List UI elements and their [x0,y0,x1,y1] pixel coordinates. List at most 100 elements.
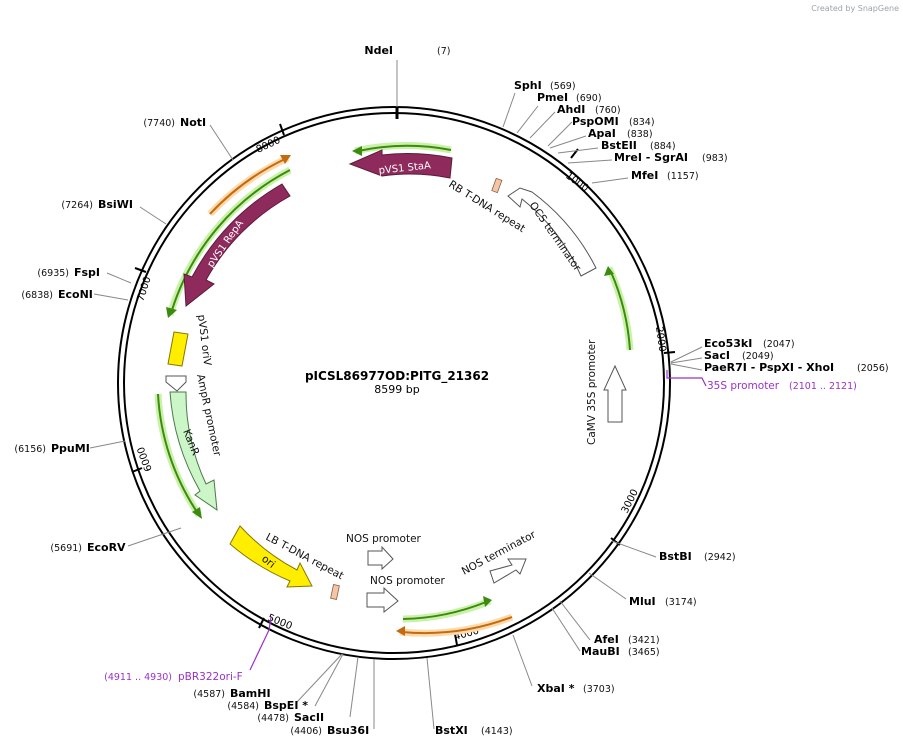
svg-text:(983): (983) [702,153,728,164]
svg-text:(7264): (7264) [61,200,93,211]
svg-text:(760): (760) [595,105,621,116]
site-mfei[interactable]: MfeI (1157) [631,169,699,182]
site-noti[interactable]: NotI (7740) [143,116,206,129]
tick-label-2000: 2000 [653,326,667,353]
site-ecorv[interactable]: EcoRV (5691) [50,541,126,554]
svg-text:BspEI *: BspEI * [264,699,308,712]
svg-text:EcoNI: EcoNI [58,288,93,301]
feature-pvs1-oriv[interactable]: pVS1 oriV [167,314,213,367]
svg-text:(2101 .. 2121): (2101 .. 2121) [789,381,857,392]
svg-text:(4478): (4478) [257,713,289,724]
svg-text:(2056): (2056) [857,363,889,374]
svg-text:NOS promoter: NOS promoter [370,575,446,587]
site-sacii[interactable]: SacII (4478) [257,711,324,724]
site-pspomi[interactable]: PspOMI (834) [572,115,655,128]
feature-rb-tdna-repeat[interactable]: RB T-DNA repeat [446,177,527,235]
site-name: NdeI [364,44,393,57]
svg-text:(3421): (3421) [628,635,660,646]
svg-text:BamHI: BamHI [230,687,271,700]
svg-text:(4584): (4584) [227,701,259,712]
svg-text:pVS1 oriV: pVS1 oriV [195,314,213,367]
svg-text:(690): (690) [576,93,602,104]
svg-text:(7740): (7740) [143,118,175,129]
svg-text:MauBI: MauBI [581,645,620,658]
snapgene-credit: Created by SnapGene [811,4,899,13]
svg-text:PpuMI: PpuMI [51,442,90,455]
primer-35s-promoter[interactable]: 35S promoter (2101 .. 2121) [666,370,857,392]
site-bsiwi[interactable]: BsiWI (7264) [61,198,133,211]
site-econi[interactable]: EcoNI (6838) [21,288,92,301]
site-bspei[interactable]: BspEI * (4584) [227,699,308,712]
orf-arrow-left-top [166,166,292,318]
svg-text:(5691): (5691) [50,543,82,554]
svg-text:SacII: SacII [294,711,324,724]
feature-ori[interactable]: ori [229,525,313,588]
orf-arrow-top [352,142,452,156]
svg-text:BstEII: BstEII [601,139,637,152]
svg-text:35S promoter: 35S promoter [707,380,780,392]
orf-arrow-right [604,266,634,351]
svg-text:SphI: SphI [514,79,542,92]
svg-text:(4587): (4587) [193,689,225,700]
feature-nos-promoter-2[interactable]: NOS promoter [366,575,446,614]
backbone-outer [117,106,671,660]
feature-pvs1-staa[interactable]: pVS1 StaA [348,149,453,179]
svg-text:PaeR7I - PspXI - XhoI: PaeR7I - PspXI - XhoI [704,361,834,374]
svg-text:(569): (569) [550,81,576,92]
site-afei[interactable]: AfeI (3421) [594,633,660,646]
svg-text:(6935): (6935) [37,268,69,279]
primer-pbr322ori-f[interactable]: pBR322ori-F (4911 .. 4930) [104,616,272,683]
orf-arrow-left [154,393,202,519]
svg-text:BstXI: BstXI [435,724,468,737]
site-paer7i-pspxi-xhoi[interactable]: PaeR7I - PspXI - XhoI (2056) [704,361,889,374]
site-bstxi[interactable]: BstXI (4143) [435,724,513,737]
site-apai[interactable]: ApaI (838) [588,127,653,140]
site-mrei-sgrai[interactable]: MreI - SgrAI (983) [614,151,728,164]
svg-text:(3703): (3703) [583,684,615,695]
site-pos: (7) [437,46,450,57]
site-fspi[interactable]: FspI (6935) [37,266,100,279]
svg-text:(6156): (6156) [14,444,46,455]
site-bsu36i[interactable]: Bsu36I (4406) [290,724,369,737]
plasmid-name: pICSL86977OD:PITG_21362 [305,369,489,384]
svg-text:MreI - SgrAI: MreI - SgrAI [614,151,688,164]
svg-text:MfeI: MfeI [631,169,658,182]
site-ahdi[interactable]: AhdI (760) [557,103,621,116]
orange-arrow-bottom [396,613,514,637]
site-bamhi[interactable]: BamHI (4587) [193,687,270,700]
svg-text:Bsu36I: Bsu36I [327,724,369,737]
svg-text:(838): (838) [627,129,653,140]
svg-text:(2047): (2047) [763,339,795,350]
site-mlui[interactable]: MluI (3174) [629,595,697,608]
svg-text:(4143): (4143) [481,726,513,737]
site-sphi[interactable]: SphI (569) [514,79,576,92]
feature-nos-terminator[interactable]: NOS terminator [460,528,539,584]
site-bsteii[interactable]: BstEII (884) [601,139,676,152]
feature-camv-35s-promoter[interactable]: CaMV 35S promoter [586,339,627,445]
svg-text:SacI: SacI [704,349,730,362]
svg-text:ApaI: ApaI [588,127,616,140]
site-pmei[interactable]: PmeI (690) [537,91,602,104]
svg-text:(3174): (3174) [665,597,697,608]
svg-text:(4911 .. 4930): (4911 .. 4930) [104,672,172,683]
feature-kanr[interactable]: KanR [169,391,218,512]
site-saci[interactable]: SacI (2049) [704,349,774,362]
plasmid-length: 8599 bp [374,383,419,396]
svg-text:(6838): (6838) [21,290,53,301]
orange-arrow-top-left [207,154,291,217]
site-xbai[interactable]: XbaI * (3703) [537,682,615,695]
svg-text:(884): (884) [650,141,676,152]
site-ppumi[interactable]: PpuMI (6156) [14,442,89,455]
feature-nos-promoter-1[interactable]: NOS promoter [346,533,422,571]
site-bstbi[interactable]: BstBI (2942) [659,550,736,563]
svg-text:(4406): (4406) [290,726,322,737]
site-ndei[interactable]: NdeI (7) [364,44,450,57]
svg-text:Eco53kI: Eco53kI [704,337,752,350]
svg-text:BstBI: BstBI [659,550,692,563]
site-maubi[interactable]: MauBI (3465) [581,645,660,658]
site-eco53ki[interactable]: Eco53kI (2047) [704,337,795,350]
backbone-inner [123,112,665,654]
svg-text:XbaI *: XbaI * [537,682,575,695]
svg-text:PspOMI: PspOMI [572,115,619,128]
